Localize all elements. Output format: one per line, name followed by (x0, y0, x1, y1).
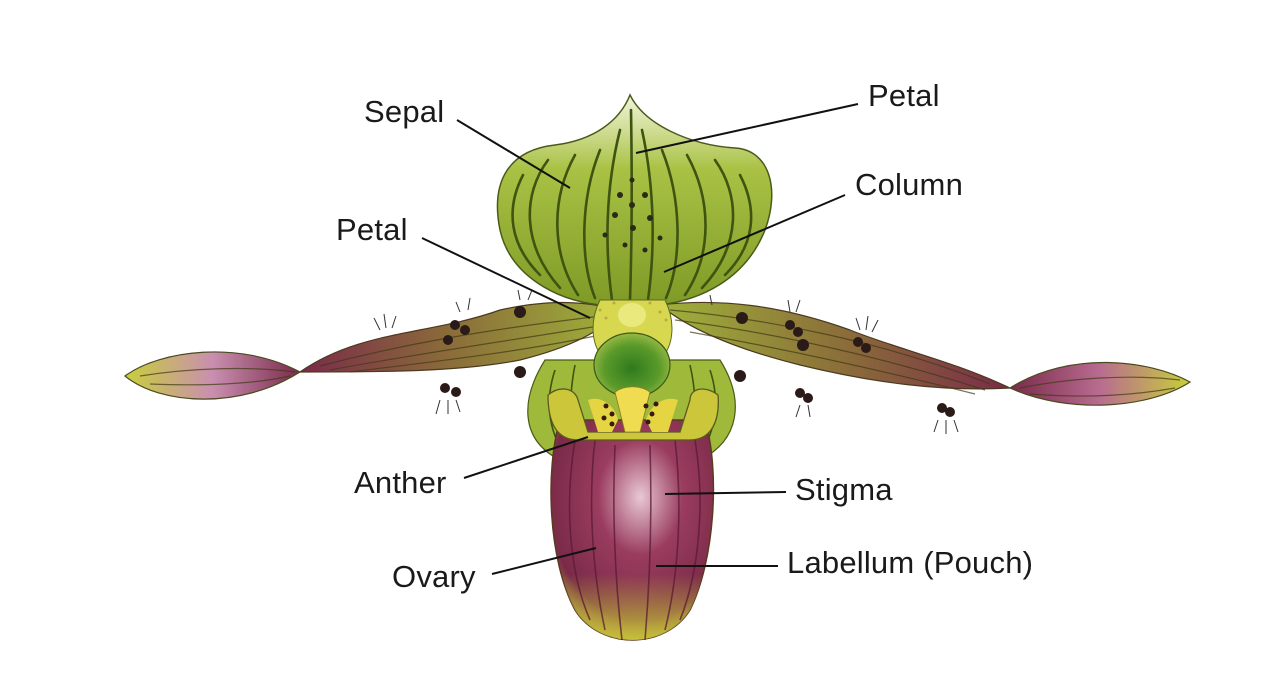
label-column: Column (855, 167, 964, 202)
label-petal-top: Petal (868, 78, 940, 113)
label-stigma: Stigma (795, 472, 893, 507)
leader-stigma (664, 491, 787, 495)
column (592, 299, 673, 398)
left-petal (124, 289, 622, 415)
label-anther: Anther (354, 465, 447, 500)
leader-anther (463, 436, 589, 479)
labellum-pouch (550, 419, 715, 641)
label-ovary: Ovary (392, 559, 476, 594)
dorsal-sepal (496, 93, 773, 306)
leader-lines (421, 103, 859, 575)
right-petal (658, 294, 1192, 434)
pouch-rim (547, 386, 719, 441)
label-petal-left: Petal (336, 212, 408, 247)
label-labellum: Labellum (Pouch) (787, 545, 1034, 580)
leader-petal-left (421, 237, 591, 319)
leader-ovary (491, 547, 597, 575)
leader-column (663, 194, 846, 273)
leader-sepal (456, 119, 571, 189)
label-sepal: Sepal (364, 94, 445, 129)
leader-petal-top (635, 103, 859, 154)
